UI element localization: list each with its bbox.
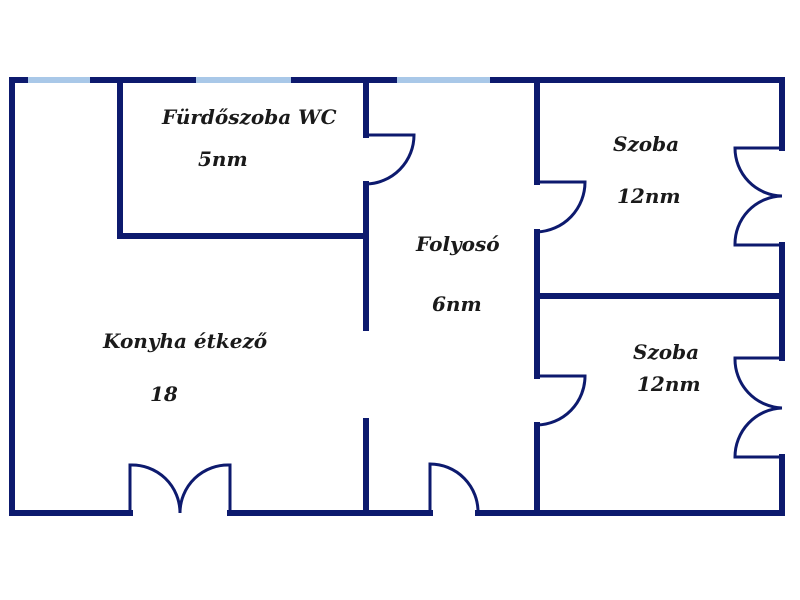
- room-1-window-door-upper: [733, 146, 783, 198]
- corridor-area: 6nm: [432, 292, 482, 316]
- room-2-door-swing: [536, 374, 587, 427]
- room-labels: Fürdőszoba WC 5nm Folyosó 6nm Szoba 12nm…: [102, 105, 701, 406]
- bathroom-name: Fürdőszoba WC: [161, 105, 337, 129]
- kitchen-area: 18: [150, 382, 178, 406]
- room-1-name: Szoba: [613, 132, 679, 156]
- kitchen-double-door-right: [178, 463, 232, 514]
- room-1-window-door-lower: [733, 194, 783, 247]
- window: [196, 77, 291, 83]
- kitchen-double-door-left: [128, 463, 182, 514]
- window: [397, 77, 490, 83]
- room-2-name: Szoba: [633, 340, 699, 364]
- walls: [9, 77, 785, 516]
- bathroom-door-swing: [365, 133, 416, 186]
- corridor-name: Folyosó: [415, 232, 500, 256]
- room-2-window-door-upper: [733, 356, 783, 410]
- room-1-area: 12nm: [617, 184, 681, 208]
- doors: [128, 133, 783, 514]
- window: [28, 77, 90, 83]
- windows: [28, 77, 490, 83]
- entrance-door-swing: [428, 462, 480, 514]
- bathroom-area: 5nm: [198, 147, 248, 171]
- kitchen-name: Konyha étkező: [102, 329, 268, 353]
- room-2-window-door-lower: [733, 406, 783, 459]
- room-1-door-swing: [536, 180, 587, 234]
- room-2-area: 12nm: [637, 372, 701, 396]
